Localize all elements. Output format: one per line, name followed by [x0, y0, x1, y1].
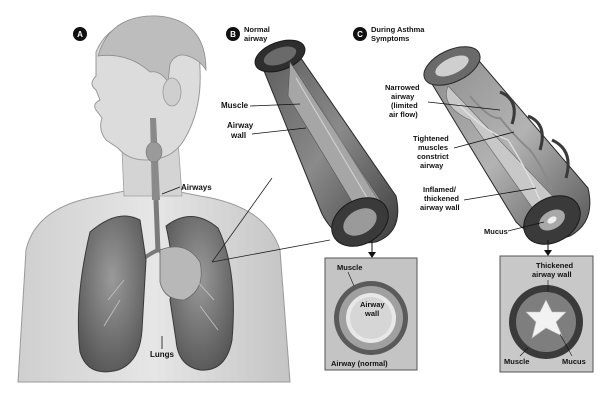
inflamed-label-2: thickened [424, 194, 459, 203]
narrowed-label-4: air flow) [389, 110, 418, 119]
panel-b-badge: B [226, 27, 240, 41]
narrowed-label-2: airway [391, 92, 415, 101]
panel-c-badge: C [353, 27, 367, 41]
panel-c-letter: C [357, 30, 363, 39]
panel-b-title-2: airway [244, 34, 268, 43]
panel-a-letter: A [77, 30, 83, 39]
tightened-label-1: Tightened [413, 134, 449, 143]
panel-c-title-1: During Asthma [371, 25, 425, 34]
inflamed-label-3: airway wall [420, 203, 460, 212]
airways-label: Airways [181, 183, 212, 192]
inflamed-label-1: Inflamed/ [423, 185, 457, 194]
lungs-label: Lungs [150, 350, 175, 359]
tightened-label-4: airway [420, 161, 444, 170]
muscle-label-b: Muscle [221, 101, 249, 110]
inset-b-muscle-label: Muscle [337, 263, 362, 272]
inset-c-thick-label-2: airway wall [532, 270, 572, 279]
panel-a-badge: A [73, 27, 87, 41]
panel-b-letter: B [230, 30, 236, 39]
airway-wall-label-b-1: Airway [227, 121, 254, 130]
inset-b-normal-label: Airway (normal) [331, 359, 388, 368]
inset-b-wall-label-1: Airway [360, 300, 385, 309]
narrowed-label-3: (limited [391, 101, 418, 110]
mucus-label-c: Mucus [484, 227, 508, 236]
panel-c-title-2: Symptoms [371, 34, 409, 43]
narrowed-label-1: Narrowed [385, 83, 420, 92]
tightened-label-2: muscles [418, 143, 448, 152]
inset-b-wall-label-2: wall [364, 309, 379, 318]
tightened-label-3: constrict [417, 152, 449, 161]
panel-b-title-1: Normal [244, 25, 270, 34]
panel-b-airway [251, 34, 398, 256]
airway-wall-label-b-2: wall [230, 131, 246, 140]
inset-c-muscle-label: Muscle [504, 357, 529, 366]
inset-c-mucus-label: Mucus [562, 357, 586, 366]
inset-c-thick-label-1: Thickened [536, 261, 574, 270]
panel-a-figure [18, 16, 290, 382]
